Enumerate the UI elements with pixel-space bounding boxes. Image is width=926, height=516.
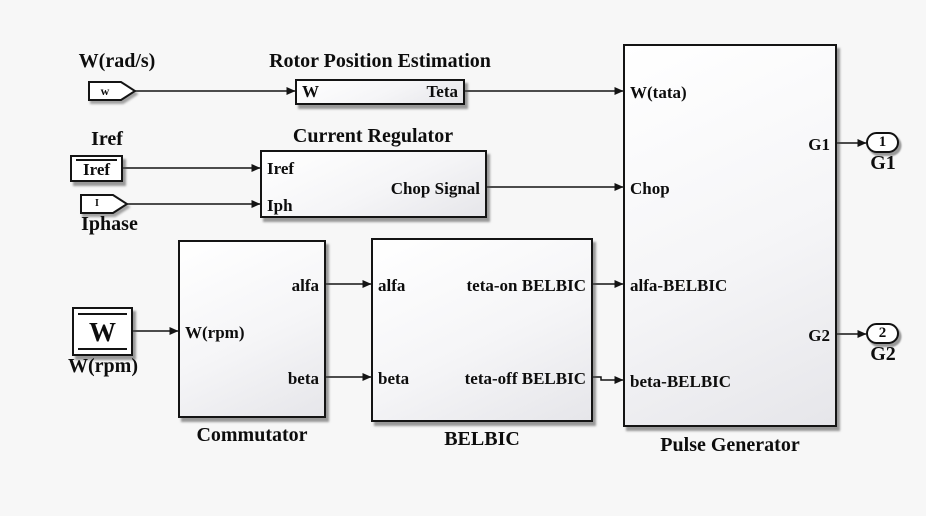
regulator-port-iph: Iph xyxy=(267,196,293,215)
commutator-block[interactable]: W(rpm) alfa beta xyxy=(178,240,326,418)
outport-g2-label: G2 xyxy=(870,343,896,365)
from-tag-iphase-text: I xyxy=(95,198,99,209)
outport-g1-label: G1 xyxy=(870,152,896,174)
wire-tetaoff-to-pulsegen[interactable] xyxy=(593,376,624,384)
outport-g2[interactable]: 2 xyxy=(866,323,899,344)
pulsegen-port-g2: G2 xyxy=(808,326,830,345)
iref-overline xyxy=(76,159,117,161)
from-tag-w[interactable]: w xyxy=(88,81,137,101)
belbic-title: BELBIC xyxy=(444,428,520,450)
pulsegen-port-alfa-belbic: alfa-BELBIC xyxy=(630,276,728,295)
source-wrpm-label: W(rpm) xyxy=(68,355,138,377)
pulsegen-port-chop: Chop xyxy=(630,179,670,198)
source-iphase-label: Iphase xyxy=(81,213,138,235)
rotor-port-w: W xyxy=(302,82,319,101)
regulator-port-chop-signal: Chop Signal xyxy=(390,179,480,198)
commutator-title: Commutator xyxy=(196,424,308,446)
current-regulator-block[interactable]: Iref Iph Chop Signal xyxy=(260,150,487,218)
outport-g1[interactable]: 1 xyxy=(866,132,899,153)
outport-g2-number: 2 xyxy=(878,325,887,341)
commutator-port-beta: beta xyxy=(287,369,319,388)
rotor-block-title: Rotor Position Estimation xyxy=(269,50,491,72)
belbic-port-teta-on: teta-on BELBIC xyxy=(466,276,586,295)
regulator-port-iref: Iref xyxy=(267,159,295,178)
current-regulator-title: Current Regulator xyxy=(292,125,454,147)
rotor-position-estimation-block[interactable]: W Teta xyxy=(295,79,465,105)
from-tag-iphase-shape xyxy=(80,194,129,214)
from-tag-iphase[interactable]: I xyxy=(80,194,129,214)
from-tag-w-shape xyxy=(88,81,137,101)
pulsegen-port-beta-belbic: beta-BELBIC xyxy=(630,372,732,391)
belbic-port-beta: beta xyxy=(378,369,410,388)
from-tag-w-text: w xyxy=(100,84,110,98)
commutator-port-alfa: alfa xyxy=(291,276,319,295)
belbic-port-alfa: alfa xyxy=(378,276,406,295)
source-wrpm-value: W xyxy=(89,317,116,347)
commutator-port-wrpm: W(rpm) xyxy=(185,323,245,342)
source-iref-block[interactable]: Iref xyxy=(70,155,123,182)
source-wrpm-block[interactable]: W xyxy=(72,307,133,356)
wrpm-topline xyxy=(78,313,127,315)
pulse-generator-title: Pulse Generator xyxy=(660,434,800,456)
outport-g1-number: 1 xyxy=(878,134,887,150)
belbic-block[interactable]: alfa beta teta-on BELBIC teta-off BELBIC xyxy=(371,238,593,422)
source-iref-label: Iref xyxy=(91,128,123,150)
pulse-generator-block[interactable]: W(tata) Chop alfa-BELBIC beta-BELBIC G1 … xyxy=(623,44,837,427)
source-w-rad-label: W(rad/s) xyxy=(78,50,156,72)
wrpm-bottomline xyxy=(78,348,127,350)
source-iref-value: Iref xyxy=(82,160,111,179)
pulsegen-port-wtata: W(tata) xyxy=(630,83,687,102)
rotor-port-teta: Teta xyxy=(426,82,459,101)
belbic-port-teta-off: teta-off BELBIC xyxy=(464,369,586,388)
pulsegen-port-g1: G1 xyxy=(808,135,830,154)
